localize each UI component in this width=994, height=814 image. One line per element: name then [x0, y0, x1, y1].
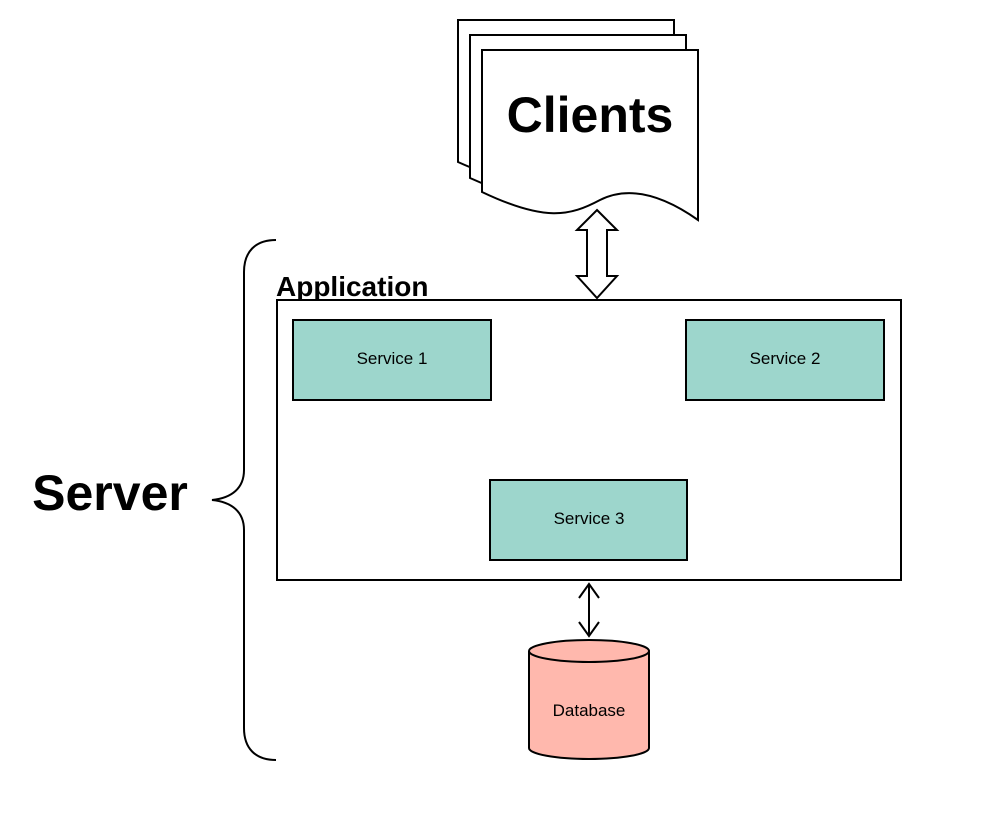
- service-3-box: [489, 479, 688, 561]
- database-body: [528, 651, 650, 760]
- service-1-node: Service 1: [292, 319, 492, 401]
- service-2-node: Service 2: [685, 319, 885, 401]
- clients-application-arrow: [574, 208, 620, 300]
- database-label: Database: [553, 701, 626, 720]
- database-top: [528, 639, 650, 663]
- clients-node: Clients: [457, 19, 699, 222]
- client-document-front: [481, 49, 699, 222]
- service-1-box: [292, 319, 492, 401]
- service-2-box: [685, 319, 885, 401]
- service-3-label: Service 3: [554, 509, 625, 528]
- server-brace: [211, 239, 277, 761]
- application-label: Application: [276, 271, 428, 302]
- clients-label: Clients: [507, 87, 674, 143]
- database-node: Database: [528, 639, 650, 760]
- server-label: Server: [32, 465, 188, 521]
- application-database-arrow: [578, 582, 600, 638]
- service-2-label: Service 2: [750, 349, 821, 368]
- service-1-label: Service 1: [357, 349, 428, 368]
- service-3-node: Service 3: [489, 479, 688, 561]
